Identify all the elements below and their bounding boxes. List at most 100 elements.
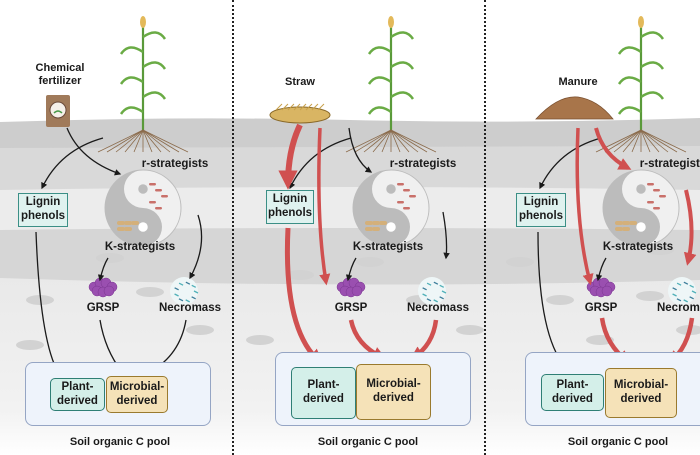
r-strategist-microbe — [647, 201, 654, 204]
r-strategist-microbe — [659, 195, 666, 198]
pebble — [186, 325, 214, 335]
pebble — [506, 257, 534, 267]
k-strategists-label: K-strategists — [602, 241, 674, 253]
corn-plant-icon — [595, 16, 687, 153]
pebble — [246, 335, 274, 345]
k-strategist-microbe — [117, 221, 125, 225]
k-strategists-label: K-strategists — [104, 241, 176, 253]
r-strategist-microbe — [397, 183, 404, 186]
r-strategist-microbe — [155, 207, 162, 210]
r-strategist-microbe — [149, 201, 156, 204]
r-strategist-microbe — [409, 195, 416, 198]
microbial-derived-box: Microbial- derived — [356, 364, 431, 420]
enhanced-flux-arrow — [575, 127, 594, 286]
soil-layer-2 — [0, 146, 700, 192]
yin-yang-microbe-icon — [104, 169, 182, 247]
plant-derived-box: Plant- derived — [541, 374, 604, 411]
tassel — [388, 16, 394, 28]
enhanced-flux-arrow — [284, 227, 324, 366]
necromass-icon — [418, 277, 447, 305]
grsp-glomalin-icon — [336, 277, 366, 298]
flux-arrow — [537, 231, 569, 371]
flux-arrow — [539, 137, 602, 190]
flux-arrow — [97, 257, 109, 282]
pebble — [636, 291, 664, 301]
pebble — [356, 257, 384, 267]
lignin-phenols-box: Lignin phenols — [18, 193, 68, 227]
soil-organic-c-pool-label: Soil organic C pool — [567, 436, 669, 448]
flux-arrow — [345, 257, 357, 282]
flux-arrow — [442, 211, 450, 260]
plant-derived-box: Plant- derived — [291, 367, 356, 419]
pebble — [286, 270, 314, 280]
enhanced-flux-arrow — [317, 127, 331, 286]
r-strategist-microbe — [161, 195, 168, 198]
k-strategist-microbe — [615, 221, 623, 225]
k-strategist-microbe — [117, 227, 125, 231]
corn-plant-icon — [345, 16, 437, 153]
pebble — [26, 295, 54, 305]
input-label: Chemical fertilizer — [35, 62, 85, 87]
r-strategist-microbe — [653, 189, 660, 192]
flux-arrow — [189, 214, 203, 280]
grsp-glomalin-icon — [88, 277, 118, 298]
k-strategist-microbe — [124, 227, 132, 231]
k-strategist-microbe — [372, 221, 380, 225]
k-strategists-label: K-strategists — [352, 241, 424, 253]
enhanced-flux-arrow — [683, 189, 697, 266]
enhanced-flux-arrow — [594, 127, 632, 170]
corn-plant-icon — [97, 16, 189, 153]
r-strategist-microbe — [647, 183, 654, 186]
flux-arrow — [41, 137, 104, 190]
lignin-phenols-box: Lignin phenols — [516, 193, 566, 227]
tassel — [638, 16, 644, 28]
necromass-icon — [668, 277, 697, 305]
pebble — [16, 340, 44, 350]
pebble — [646, 245, 674, 255]
soil-organic-c-pool-label: Soil organic C pool — [317, 436, 419, 448]
yin-yang-microbe-icon — [602, 169, 680, 247]
r-strategist-microbe — [403, 189, 410, 192]
k-strategist-microbe — [622, 227, 630, 231]
soil-pebbles — [16, 245, 700, 350]
panel-divider — [484, 0, 486, 455]
pebble — [96, 253, 124, 263]
input-label: Straw — [285, 76, 315, 88]
enhanced-flux-arrow — [278, 123, 303, 190]
k-strategist-microbe — [372, 227, 380, 231]
necromass-label: Necromass — [158, 302, 221, 314]
necromass-label: Necromass — [406, 302, 469, 314]
necromass-icon — [170, 277, 199, 305]
necromass-label: Necromass — [656, 302, 700, 314]
k-strategist-microbe — [622, 221, 630, 225]
r-strategists-label: r-strategists — [639, 158, 700, 170]
yin-yang-microbe-icon — [352, 169, 430, 247]
k-strategist-microbe — [379, 221, 387, 225]
panel-divider — [232, 0, 234, 455]
k-strategist-microbe — [629, 221, 637, 225]
pebble — [546, 295, 574, 305]
grsp-label: GRSP — [334, 302, 368, 314]
grsp-label: GRSP — [86, 302, 120, 314]
tassel — [140, 16, 146, 28]
fertilizer-bag-icon — [46, 95, 70, 127]
manure-pile-icon — [535, 96, 614, 120]
flux-arrow — [35, 231, 59, 374]
microbial-derived-box: Microbial- derived — [106, 376, 168, 413]
r-strategists-label: r-strategists — [141, 158, 209, 170]
flux-arrow — [348, 127, 373, 173]
r-strategist-microbe — [149, 183, 156, 186]
soil-organic-c-pool-label: Soil organic C pool — [69, 436, 171, 448]
straw-pile-icon — [269, 103, 331, 124]
r-strategist-microbe — [653, 207, 660, 210]
r-strategist-microbe — [403, 207, 410, 210]
grsp-label: GRSP — [584, 302, 618, 314]
flux-arrow — [66, 127, 122, 176]
k-strategist-microbe — [615, 227, 623, 231]
k-strategist-microbe — [131, 221, 139, 225]
r-strategist-microbe — [155, 189, 162, 192]
pebble — [456, 325, 484, 335]
microbial-derived-box: Microbial- derived — [605, 368, 677, 418]
lignin-phenols-box: Lignin phenols — [266, 190, 314, 224]
